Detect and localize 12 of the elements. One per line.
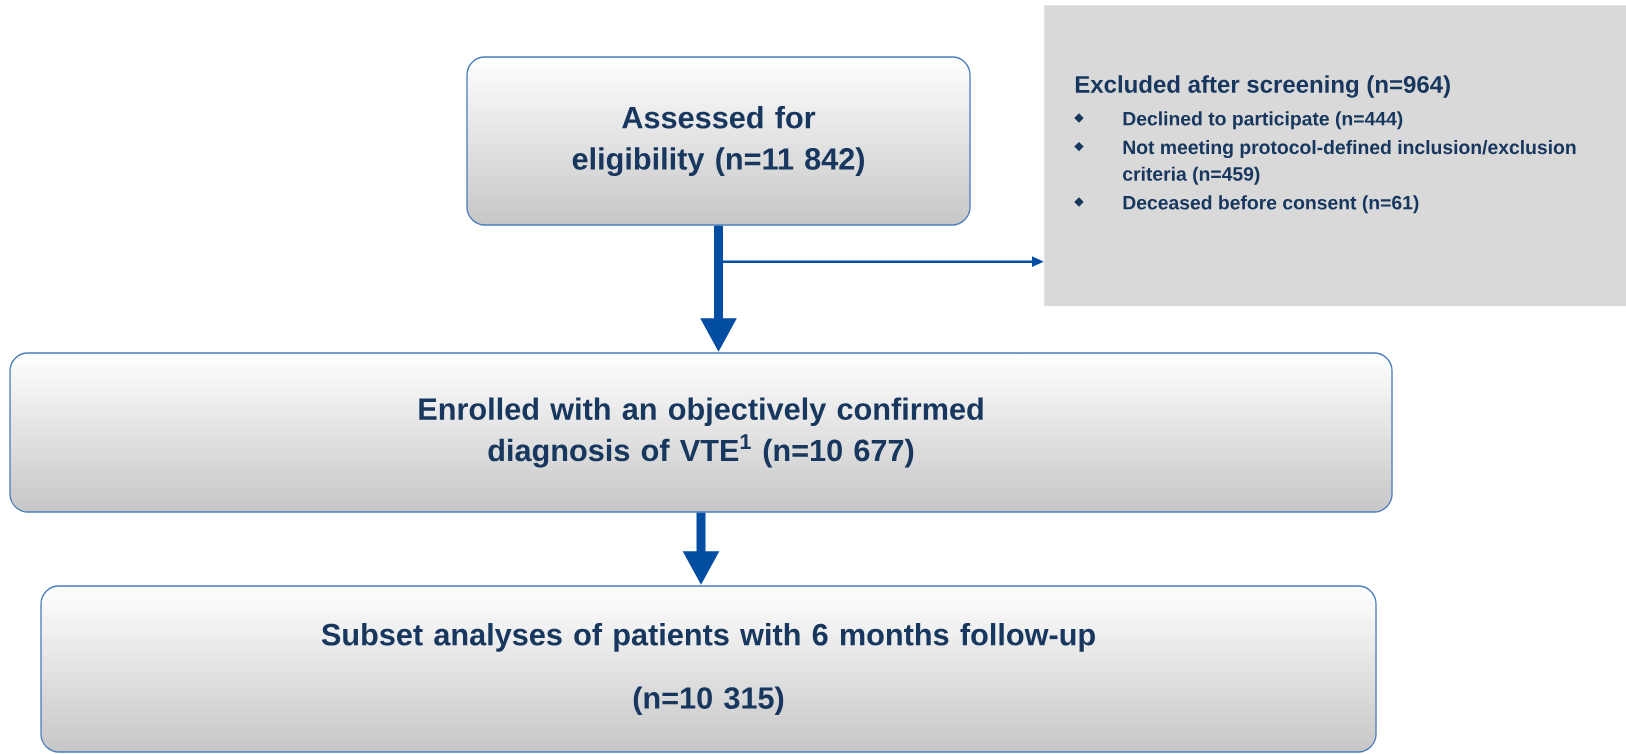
process-box (40, 585, 1377, 753)
box-text: Assessed for eligibility (n=11 842) (572, 105, 864, 177)
box-text: (n=10 315) (633, 686, 784, 715)
process-box (466, 56, 971, 226)
panel-heading: Excluded after screening (n=964) (1075, 75, 1450, 98)
box-text: Enrolled with an objectively confirmed diagnosis of VTE$^{1}$ (n=10 677) (419, 397, 983, 468)
exclusion-panel (1044, 5, 1626, 307)
list-item: Declined to participate (n=444) (1123, 111, 1403, 130)
list-item: Deceased before consent (n=61) (1123, 195, 1419, 214)
process-box (9, 352, 1393, 513)
list-item: Not meeting protocol-defined inclusion/exclusion criteria (n=459) (1123, 140, 1576, 185)
box-text: Subset analyses of patients with 6 months follow-up (321, 623, 1095, 652)
